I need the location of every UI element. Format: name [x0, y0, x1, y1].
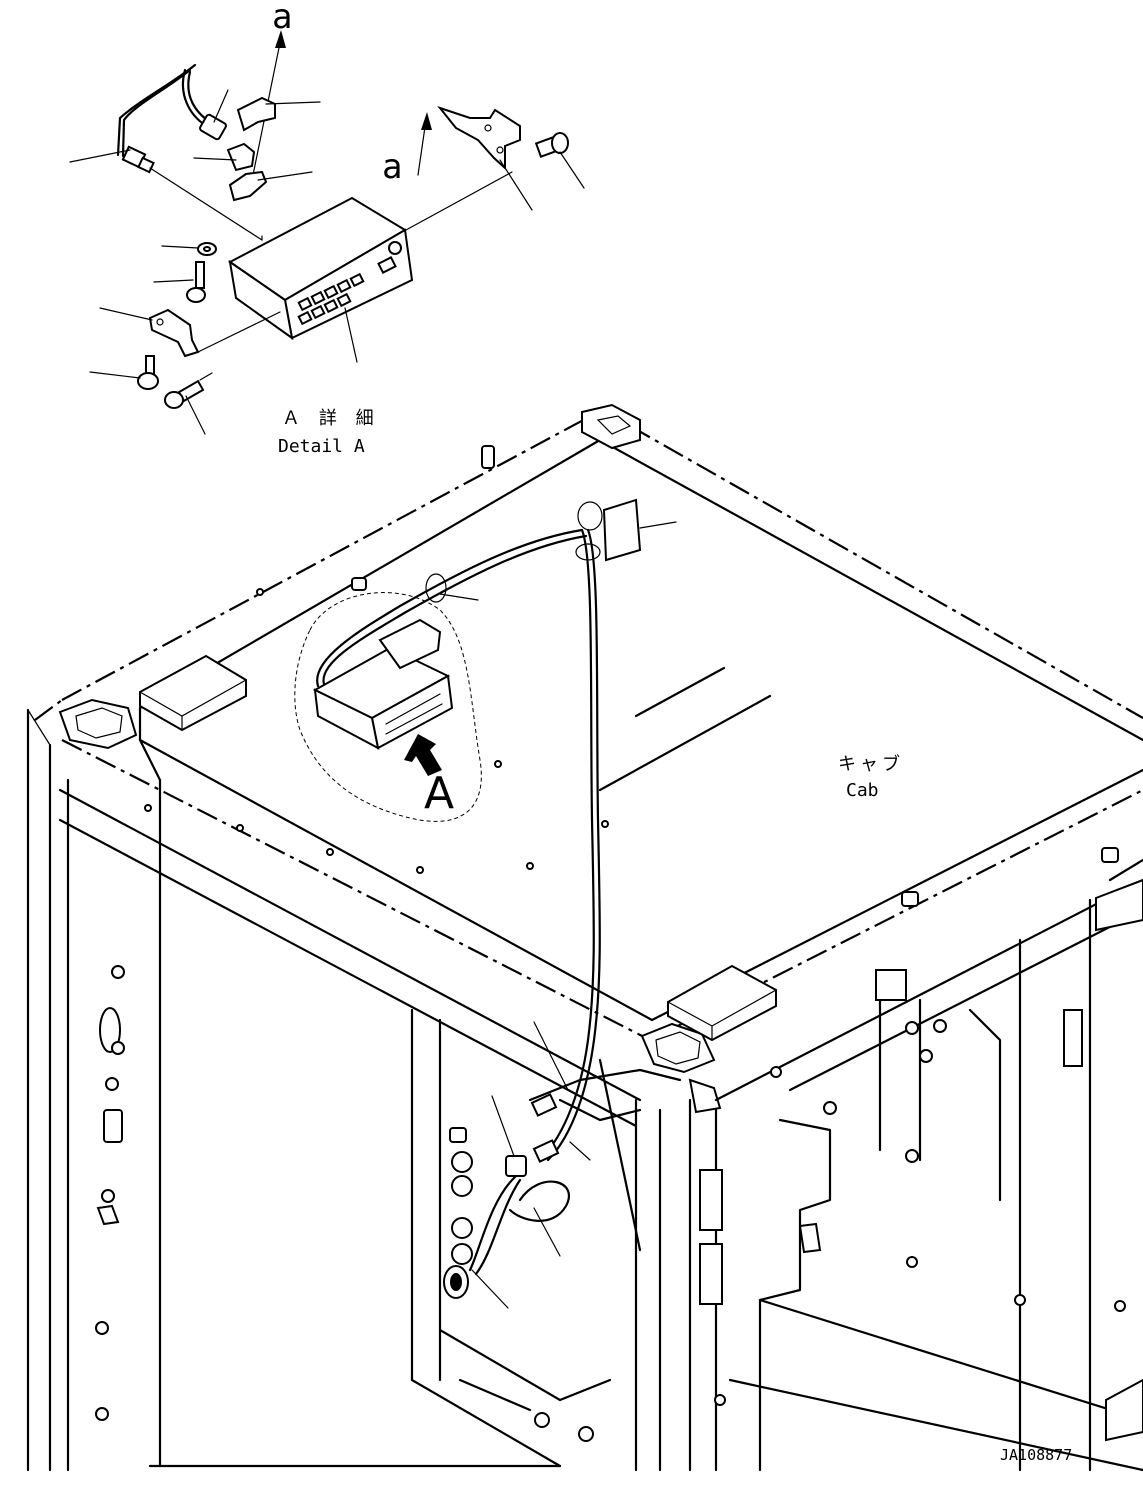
cab-label-jp: キャブ — [838, 754, 904, 775]
bolt-bottom-right — [164, 372, 213, 409]
main-leader-lines — [439, 521, 677, 1309]
roof-pad-left — [139, 654, 247, 732]
arrow-a-side-label: a — [382, 147, 403, 187]
left-pillar-holes — [95, 965, 125, 1421]
detail-leader-lines — [69, 89, 585, 435]
bracket-right — [437, 105, 521, 171]
view-letter-a: A — [424, 768, 455, 819]
radio-buttons — [297, 241, 402, 326]
drawing-number: JA108877 — [1000, 1446, 1073, 1464]
cable-clip-upper — [236, 96, 276, 132]
power-lead-plug — [181, 68, 227, 141]
arrow-a-side — [417, 112, 432, 176]
arrow-a-top-label: a — [272, 0, 293, 37]
view-arrow-a — [404, 734, 442, 776]
roof-ribs — [598, 666, 772, 792]
cab-label-en: Cab — [846, 780, 879, 801]
washer — [197, 242, 217, 256]
screw-left-upper — [186, 261, 206, 303]
center-pillar-plates — [688, 1078, 726, 1406]
detail-title-en: Detail A — [278, 436, 365, 457]
bracket-left — [148, 308, 281, 358]
bolt-bottom-left — [137, 355, 159, 390]
roof-pad-right — [667, 964, 777, 1042]
roof-corner-boss-front — [581, 403, 641, 450]
bolt-right — [534, 132, 569, 158]
detail-title-jp: Ａ 詳 細 — [282, 408, 378, 429]
detail-a-exploded-view — [69, 30, 585, 435]
radio-unit — [228, 171, 513, 341]
roof-corner-boss-left — [58, 698, 138, 750]
roof-corner-boss-right — [640, 1022, 716, 1074]
roof-studs — [144, 445, 1119, 907]
cable-clip-middle — [226, 142, 268, 202]
cab-frame — [26, 708, 1143, 1472]
right-frame-hinges — [770, 878, 1143, 1442]
cab-roof — [34, 403, 1143, 1074]
radio-wire-harness — [316, 498, 682, 1299]
antenna-cable — [116, 63, 263, 241]
inner-panel-holes — [449, 1127, 594, 1442]
installed-radio — [312, 618, 454, 750]
installed-radio-area — [294, 498, 682, 1309]
